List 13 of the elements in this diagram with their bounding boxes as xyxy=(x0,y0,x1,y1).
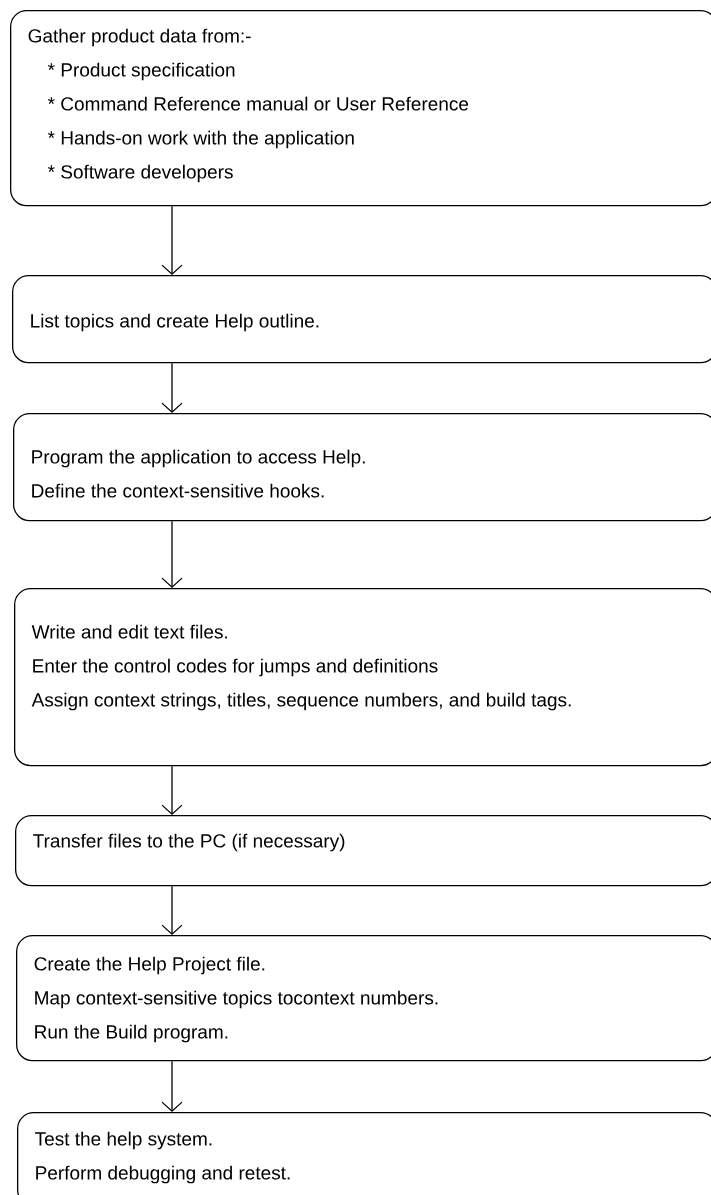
process-box: Gather product data from:- * Product specification * Command Reference manual or User Reference * Hands-on work with the application * Software developers xyxy=(10,10,711,207)
arrow xyxy=(161,520,183,588)
process-box: Create the Help Project file. Map context-sensitive topics tocontext numbers. Run the Build program. xyxy=(16,935,711,1062)
arrow xyxy=(161,885,183,935)
arrow xyxy=(161,205,183,275)
arrow xyxy=(161,1060,183,1112)
process-box: Write and edit text files. Enter the control codes for jumps and definitions Assign context strings, titles, sequence numbers, and build tags. xyxy=(14,588,711,767)
process-box: List topics and create Help outline. xyxy=(12,275,711,364)
process-box: Test the help system. Perform debugging and retest. xyxy=(17,1112,711,1195)
process-box: Transfer files to the PC (if necessary) xyxy=(15,815,711,887)
arrow xyxy=(161,362,183,413)
arrow xyxy=(161,765,183,815)
process-box: Program the application to access Help. Define the context-sensitive hooks. xyxy=(13,413,711,522)
